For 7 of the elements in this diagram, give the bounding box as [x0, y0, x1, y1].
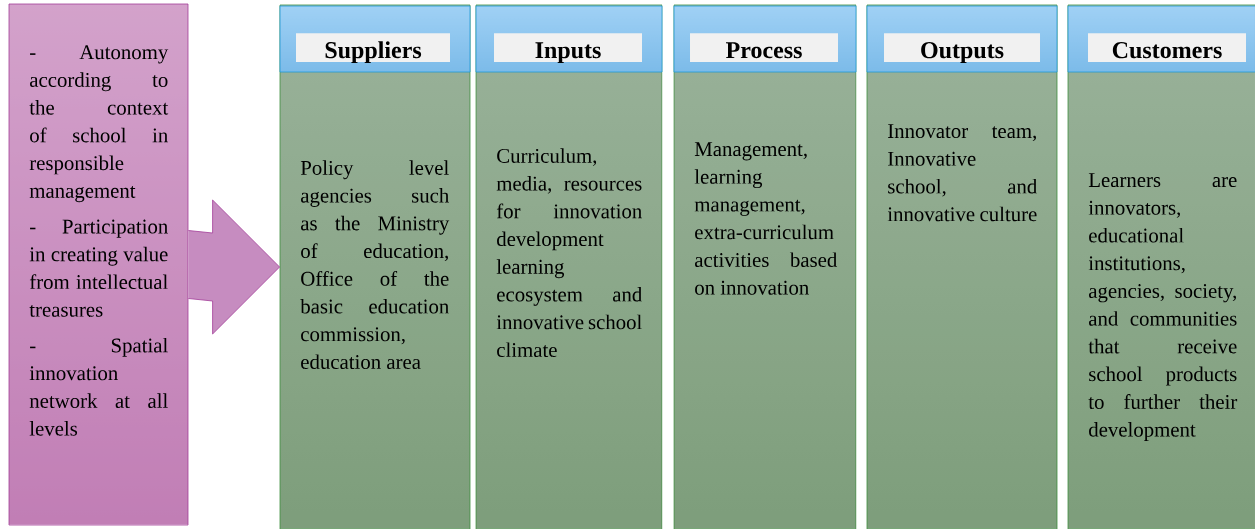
column-box: Customers Learners are innovators, educational institutions, agencies, society, and communities that receive school products to further their development [1067, 4, 1255, 529]
block-arrow [188, 199, 280, 335]
column-box: Suppliers Policy level agencies such as the Ministry of education, Office of the basic education commission, education area [279, 4, 471, 529]
column-box: Inputs Curriculum, media, resources for innovation development learning ecosystem and innovative school climate [475, 4, 663, 529]
text-box: - Autonomy according to the context of school in responsible management - Participation in creating value from intellectual treasures - Spatial innovation network at all levels [8, 3, 189, 526]
column-box: Outputs Innovator team, Innovative school, and innovative culture [866, 4, 1058, 529]
column-box: Process Management, learning management, extra-curriculum activities based on innovation [673, 4, 857, 529]
